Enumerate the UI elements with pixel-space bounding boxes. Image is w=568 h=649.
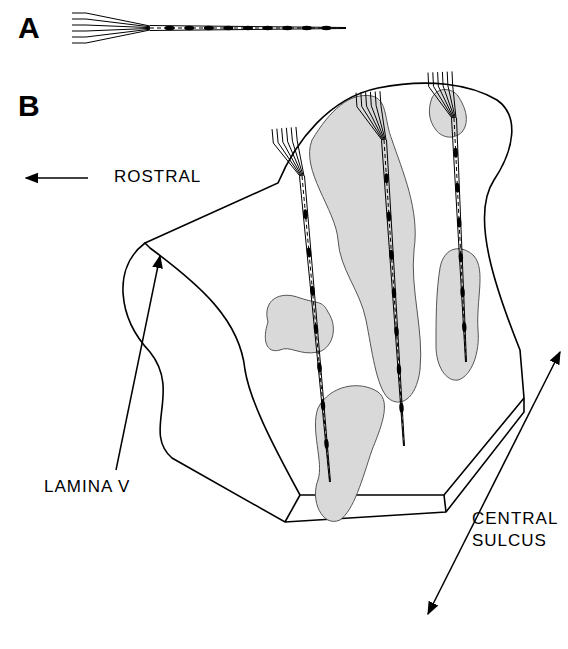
direction-arrow	[26, 177, 88, 179]
direction-label: ROSTRAL	[114, 166, 201, 188]
structure-label: LAMINA V	[44, 476, 130, 498]
electrode	[72, 13, 346, 43]
structure-label: CENTRAL SULCUS	[472, 508, 564, 552]
leader-arrow	[116, 256, 160, 470]
panel-letter: A	[18, 8, 40, 47]
recording-region	[265, 90, 480, 522]
extent-arrow	[428, 352, 560, 614]
electrode	[272, 71, 467, 482]
panel-letter: B	[18, 86, 40, 125]
cortex-block	[123, 83, 524, 522]
